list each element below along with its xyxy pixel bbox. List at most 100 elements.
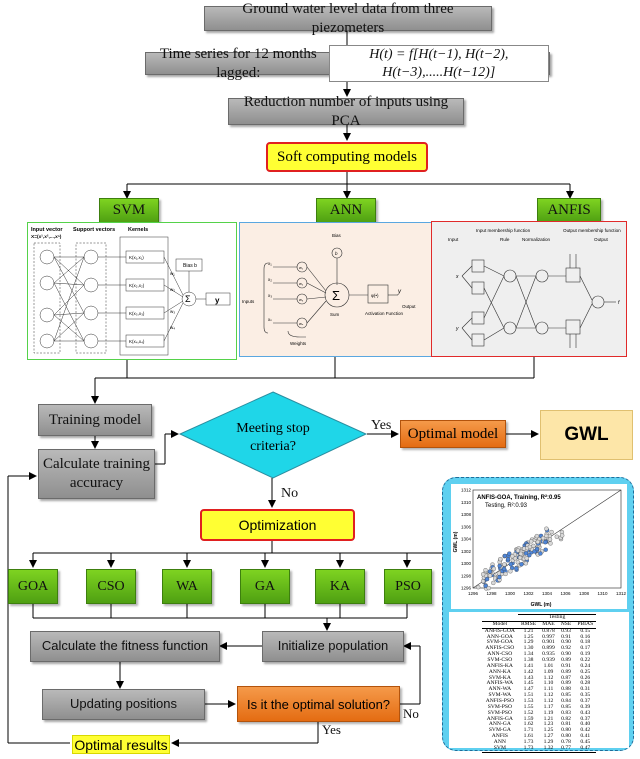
scatter-point bbox=[548, 541, 553, 546]
table-cell: 0.35 bbox=[580, 692, 591, 699]
no-label-criteria: No bbox=[281, 486, 299, 501]
table-cell: 1.32 bbox=[539, 745, 558, 753]
init-population-box: Initialize population bbox=[262, 631, 404, 662]
ann-x3: x₃ bbox=[268, 293, 272, 298]
scatter-point bbox=[523, 561, 528, 566]
table-cell: 0.899 bbox=[542, 645, 555, 652]
scatter-point bbox=[508, 562, 513, 567]
algo-cso: CSO bbox=[86, 569, 136, 604]
table-cell: 1.21 bbox=[543, 715, 554, 722]
table-cell: 1.42 bbox=[523, 668, 534, 675]
svm-kernel-1: K(x₁,x₁) bbox=[129, 255, 144, 260]
table-cell: 0.85 bbox=[561, 692, 571, 699]
table-cell: 1.30 bbox=[523, 645, 534, 652]
table-cell: 0.85 bbox=[561, 703, 571, 710]
table-cell: SVM-CSO bbox=[487, 657, 513, 664]
scatter-point bbox=[543, 547, 548, 552]
optimal-model-box: Optimal model bbox=[400, 420, 506, 448]
y-tick-label: 1302 bbox=[461, 549, 472, 554]
table-cell: 0.82 bbox=[561, 715, 571, 722]
table-cell: 1.25 bbox=[543, 727, 554, 734]
table-cell: 0.77 bbox=[557, 745, 575, 753]
table-cell: 1.47 bbox=[523, 686, 534, 693]
table-cell: 0.901 bbox=[542, 639, 555, 646]
x-tick-label: 1306 bbox=[560, 591, 571, 596]
table-cell: 0.24 bbox=[580, 662, 591, 669]
table-header-rmse: RMSE bbox=[517, 620, 540, 629]
table-cell: 0.90 bbox=[561, 651, 571, 658]
table-cell: 1.41 bbox=[523, 662, 534, 669]
x-tick-label: 1304 bbox=[542, 591, 553, 596]
x-tick-label: 1302 bbox=[523, 591, 534, 596]
table-cell: SVM-KA bbox=[488, 674, 511, 681]
scatter-point bbox=[554, 534, 559, 539]
table-cell: 0.17 bbox=[580, 645, 591, 652]
no-label-optimal: No bbox=[403, 706, 419, 721]
time-series-box: Time series for 12 months lagged: H(t) =… bbox=[145, 45, 550, 82]
gwl-output-box: GWL bbox=[540, 410, 633, 460]
svm-weight-3: w₃ bbox=[170, 309, 175, 314]
scatter-point bbox=[491, 566, 496, 571]
svm-kernels-label: Kernels bbox=[128, 227, 148, 233]
scatter-point bbox=[505, 556, 511, 562]
table-cell: 1.29 bbox=[543, 739, 554, 746]
table-cell: 1.19 bbox=[543, 709, 554, 716]
table-cell: 0.15 bbox=[580, 627, 591, 634]
scatter-point bbox=[519, 562, 524, 567]
table-cell: 0.939 bbox=[542, 657, 555, 664]
scatter-y-label: GWL (m) bbox=[453, 531, 459, 552]
model-label-ann: ANN bbox=[316, 198, 376, 223]
scatter-point bbox=[549, 529, 554, 535]
table-group-header: Testing bbox=[517, 614, 597, 622]
table-cell: 0.45 bbox=[580, 739, 591, 746]
scatter-point bbox=[497, 574, 502, 580]
table-cell: 1.12 bbox=[543, 698, 554, 705]
scatter-title-2: Testing, R²:0.93 bbox=[485, 503, 528, 509]
ann-sum-symbol: Σ bbox=[332, 288, 340, 303]
x-tick-label: 1298 bbox=[486, 591, 497, 596]
table-cell: 1.73 bbox=[523, 739, 534, 746]
anfis-rule-label: Rule bbox=[500, 237, 510, 242]
ann-w1: w₁ bbox=[299, 266, 304, 270]
scatter-point bbox=[513, 556, 518, 561]
table-cell: 1.62 bbox=[523, 721, 534, 728]
table-cell: 1.12 bbox=[543, 692, 554, 699]
fitness-function-box: Calculate the fitness function bbox=[30, 631, 220, 662]
table-cell: 0.18 bbox=[580, 639, 591, 646]
scatter-point bbox=[524, 556, 529, 561]
scatter-point bbox=[497, 563, 502, 569]
scatter-point bbox=[538, 551, 543, 556]
stop-criteria-text: Meeting stop criteria? bbox=[236, 421, 310, 455]
ann-inputs-label: Inputs bbox=[242, 299, 255, 304]
scatter-point bbox=[502, 553, 508, 559]
x-tick-label: 1310 bbox=[597, 591, 608, 596]
table-cell: 0.31 bbox=[580, 686, 591, 693]
table-cell: ANN bbox=[493, 739, 506, 746]
scatter-point bbox=[502, 562, 507, 567]
scatter-point bbox=[496, 571, 502, 576]
anfis-network-diagram: Input Input membership function Rule Nor… bbox=[448, 228, 621, 348]
svm-output-label: y bbox=[215, 296, 220, 305]
scatter-point bbox=[529, 539, 534, 544]
table-cell: 1.55 bbox=[523, 703, 534, 710]
table-cell: 1.51 bbox=[523, 692, 534, 699]
table-cell: SVM bbox=[481, 745, 518, 753]
table-cell: 0.40 bbox=[580, 721, 591, 728]
ann-wn: wₙ bbox=[299, 322, 304, 326]
table-cell: 0.39 bbox=[580, 703, 591, 710]
ann-diagram-panel: Bias b Inputs Weights Sum Σ φ(•) y Activ… bbox=[239, 222, 432, 357]
table-cell: 1.73 bbox=[517, 745, 540, 753]
anfis-x-input: x bbox=[455, 274, 459, 280]
y-tick-label: 1296 bbox=[461, 586, 472, 591]
x-tick-label: 1312 bbox=[616, 591, 627, 596]
model-label-anfis: ANFIS bbox=[537, 198, 601, 223]
model-label-svm: SVM bbox=[99, 198, 159, 223]
ann-weights-label: Weights bbox=[290, 341, 307, 346]
